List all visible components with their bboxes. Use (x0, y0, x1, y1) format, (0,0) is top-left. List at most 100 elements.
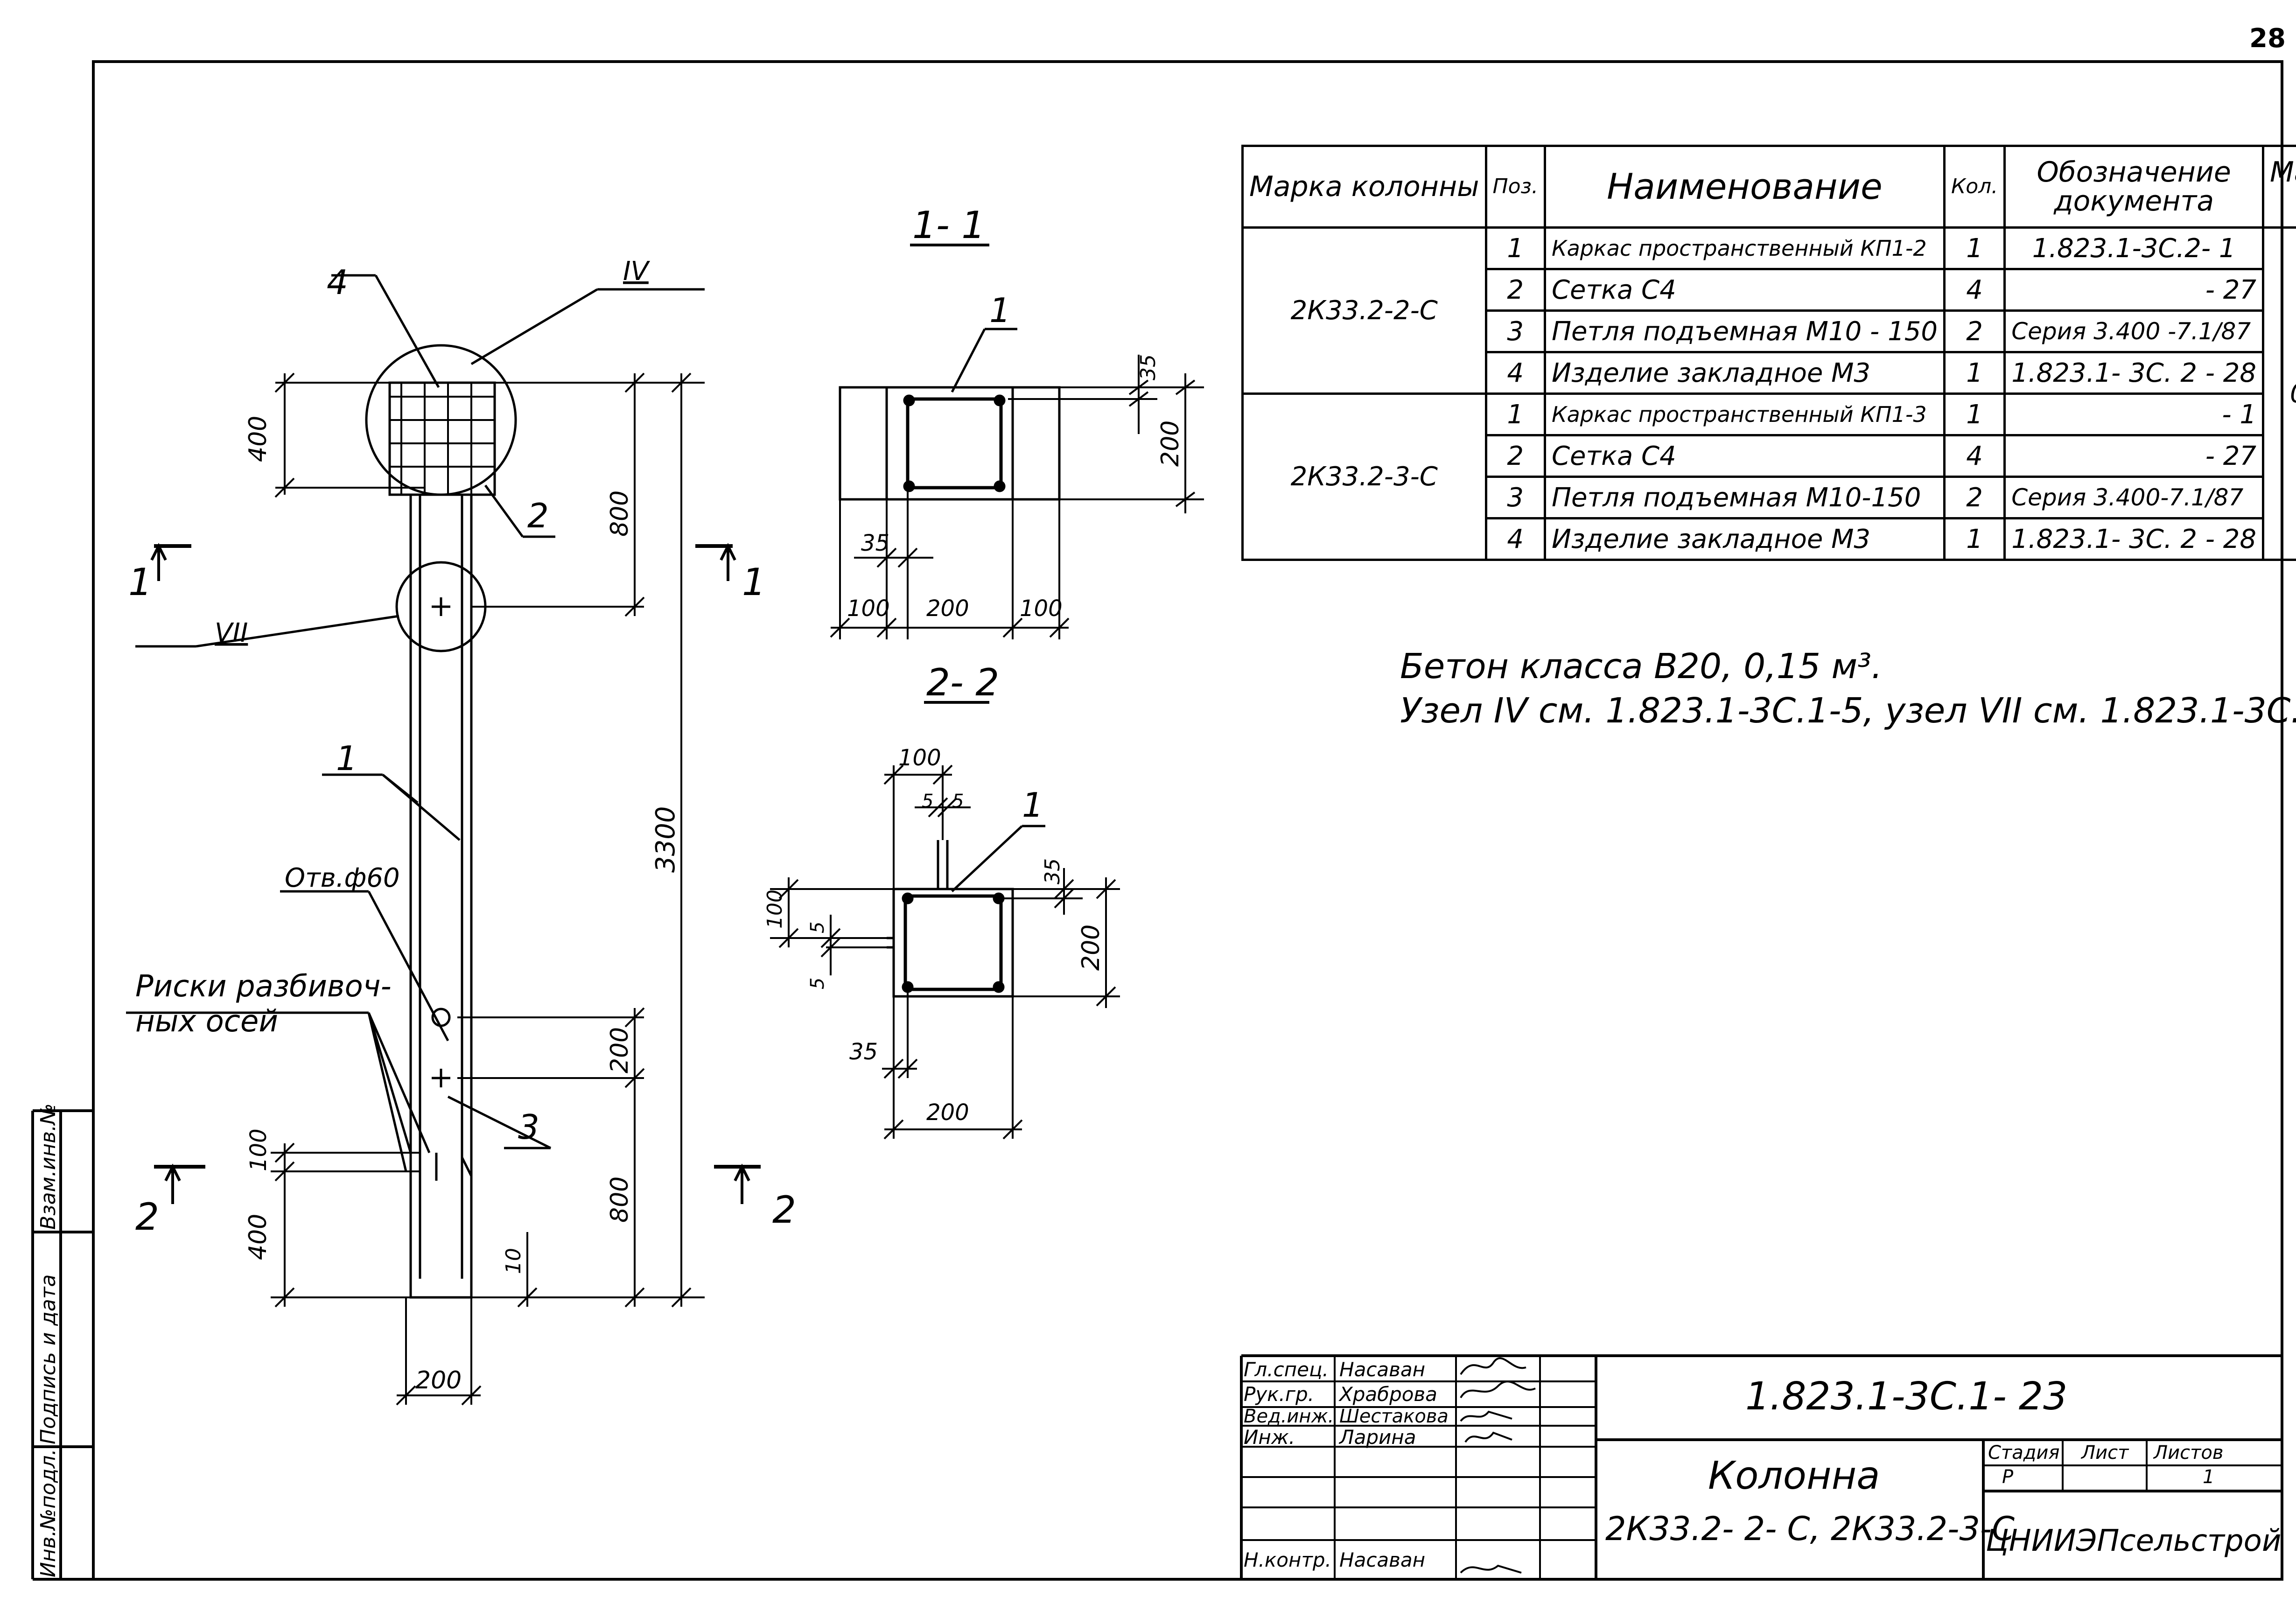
dim-400-top: 400 (244, 416, 272, 462)
node-vii-label: VII (215, 618, 248, 648)
callout-4: 4 (327, 263, 348, 302)
section-2-2-title: 2- 2 (926, 661, 999, 704)
dim-400-bottom: 400 (244, 1214, 272, 1260)
name-3: Шестакова (1339, 1406, 1449, 1427)
row-doc: - 27 (2003, 268, 2265, 312)
signature-scribbles (1460, 1357, 1536, 1574)
s22-dim-35-bottom: 35 (849, 1039, 878, 1065)
s22-dim-200-right: 200 (1077, 925, 1105, 971)
s22-dim-5d: 5 (807, 978, 828, 989)
table-row: 3 Петля подъемная М10 - 150 2 Серия 3.40… (1243, 309, 2296, 353)
s22-dim-5a: 5 (922, 791, 933, 812)
row-pos: 1 (1484, 226, 1546, 270)
section-1-1 (830, 244, 1204, 639)
row-qty: 4 (1943, 434, 2006, 478)
column-elevation (126, 274, 761, 1406)
side-sign-date: Подпись и дата (36, 1274, 60, 1444)
group-2-mark: 2К33.2-3-С (1241, 392, 1487, 561)
s11-dim-200-mid: 200 (926, 595, 969, 622)
group-1-mark: 2К33.2-2-С (1241, 226, 1487, 395)
section-2-2-callout: 1 (1022, 785, 1043, 825)
callout-1: 1 (336, 739, 357, 778)
mass-value: 0,38 (2262, 226, 2296, 561)
s11-dim-200-right: 200 (1156, 420, 1184, 467)
row-doc: 1.823.1- 3С. 2 - 28 (2003, 351, 2265, 395)
row-qty: 1 (1943, 226, 2006, 270)
row-qty: 1 (1943, 517, 2006, 561)
cut-2-left-label: 2 (135, 1195, 159, 1239)
stage-value: Р (2002, 1466, 2014, 1488)
row-doc: Серия 3.400-7.1/87 (2003, 476, 2265, 519)
cut-1-right-label: 1 (742, 560, 766, 604)
note-concrete: Бетон класса В20, 0,15 м³. (1400, 646, 1883, 686)
row-name: Изделие закладное М3 (1543, 517, 1946, 561)
row-pos: 4 (1484, 351, 1546, 395)
sheet-header: Лист (2081, 1442, 2129, 1464)
row-doc: - 27 (2003, 434, 2265, 478)
table-row: 4 Изделие закладное М3 1 1.823.1- 3С. 2 … (1243, 351, 2296, 395)
dim-800-top: 800 (606, 490, 634, 537)
side-inv-no: Инв.№подл. (36, 1449, 60, 1577)
header-mark: Марка колонны (1241, 145, 1487, 229)
s22-dim-35-right: 35 (1041, 858, 1064, 884)
dim-800-bottom: 800 (606, 1177, 634, 1223)
dim-3300: 3300 (651, 806, 681, 873)
row-doc: - 1 (2003, 392, 2265, 436)
dim-200-width: 200 (415, 1366, 462, 1394)
hole-label: Отв.ф60 (285, 863, 400, 893)
table-row: 2 Сетка С4 4 - 27 (1243, 434, 2296, 478)
dim-200-mid: 200 (606, 1027, 634, 1073)
organization: ЦНИИЭПсельстрой (1986, 1524, 2282, 1558)
document-code: 1.823.1-3С.1- 23 (1745, 1374, 2068, 1419)
row-name: Каркас пространственный КП1-3 (1543, 392, 1946, 436)
dim-100: 100 (245, 1128, 272, 1171)
role-3: Вед.инж. (1244, 1406, 1334, 1427)
name-4: Ларина (1339, 1426, 1416, 1449)
header-mass: Масса, т (2262, 145, 2296, 229)
name-2: Храброва (1339, 1383, 1437, 1406)
s22-dim-100-top: 100 (898, 745, 941, 771)
section-1-1-title: 1- 1 (912, 203, 985, 247)
row-pos: 3 (1484, 309, 1546, 353)
row-pos: 3 (1484, 476, 1546, 519)
row-qty: 2 (1943, 309, 2006, 353)
row-qty: 1 (1943, 392, 2006, 436)
sheet-number: 28 (2249, 23, 2286, 54)
row-qty: 2 (1943, 476, 2006, 519)
row-pos: 2 (1484, 434, 1546, 478)
s11-dim-35-right: 35 (1136, 354, 1160, 380)
s22-dim-5c: 5 (807, 922, 828, 933)
s11-dim-100-right: 100 (1020, 595, 1063, 622)
header-name: Наименование (1543, 145, 1946, 229)
row-name: Петля подъемная М10 - 150 (1543, 309, 1946, 353)
s22-dim-5b: 5 (952, 791, 964, 812)
row-name: Каркас пространственный КП1-2 (1543, 226, 1946, 270)
stage-header: Стадия (1988, 1442, 2060, 1464)
row-qty: 4 (1943, 268, 2006, 312)
callout-3: 3 (518, 1107, 539, 1147)
row-pos: 1 (1484, 392, 1546, 436)
node-iv-circle (365, 344, 517, 496)
header-qty: Кол. (1943, 145, 2006, 229)
row-qty: 1 (1943, 351, 2006, 395)
role-1: Гл.спец. (1244, 1358, 1329, 1381)
role-4: Инж. (1244, 1426, 1295, 1449)
name-1: Насаван (1339, 1358, 1426, 1381)
table-row: 2К33.2-3-С 1 Каркас пространственный КП1… (1241, 392, 2296, 561)
cut-2-right-label: 2 (772, 1188, 796, 1232)
title-block (1240, 1354, 2282, 1579)
callout-2: 2 (527, 496, 549, 535)
s22-dim-200-bottom: 200 (926, 1100, 969, 1126)
role-2: Рук.гр. (1244, 1383, 1314, 1406)
row-name: Сетка С4 (1543, 434, 1946, 478)
row-doc: 1.823.1-3С.2- 1 (2003, 226, 2265, 270)
cut-1-left-label: 1 (128, 560, 152, 604)
section-2-2 (770, 701, 1120, 1140)
marks-label-line1: Риски разбивоч- (135, 969, 392, 1004)
sheet-subtitle: 2К33.2- 2- С, 2К33.2-3-С (1605, 1510, 2015, 1548)
dim-10: 10 (502, 1248, 525, 1274)
name-7: Насаван (1339, 1548, 1426, 1571)
sheets-header: Листов (2154, 1442, 2224, 1464)
specification-table: Марка колонны Поз. Наименование Кол. Обо… (1241, 145, 2296, 561)
